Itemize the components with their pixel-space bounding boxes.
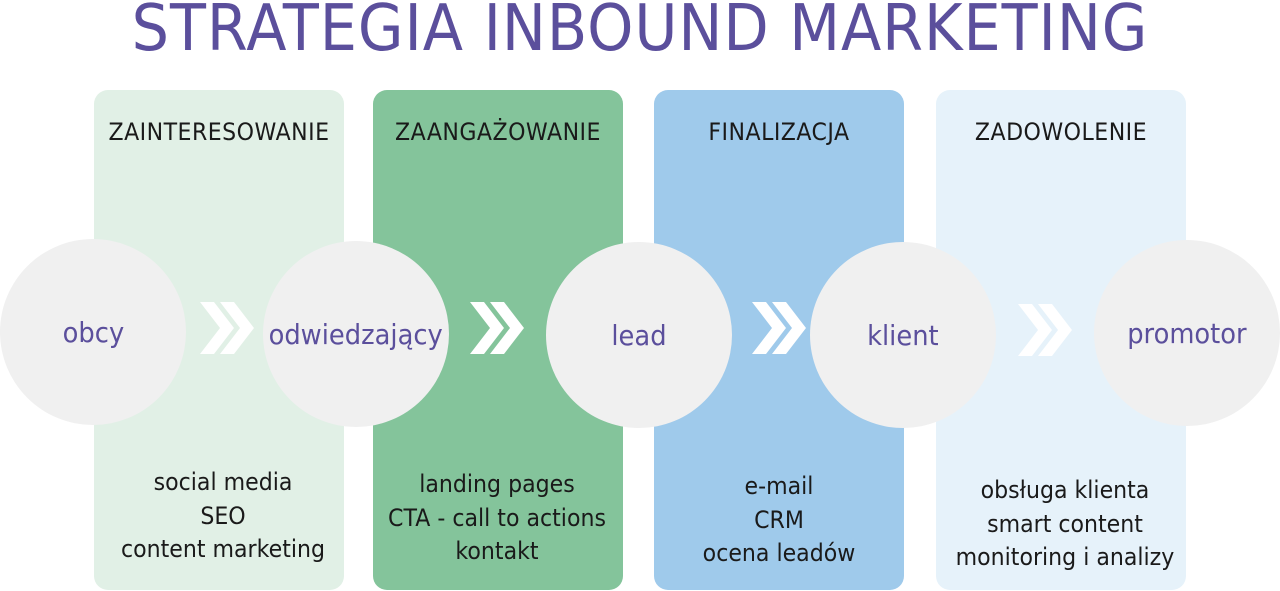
stage-tools-zainteresowanie: social media SEO content marketing: [99, 466, 347, 567]
node-label: klient: [867, 318, 939, 352]
tool-item: CTA - call to actions: [388, 503, 606, 532]
node-lead: lead: [546, 242, 732, 428]
double-chevron-right-icon: [200, 302, 254, 354]
node-odwiedzajacy: odwiedzający: [263, 241, 449, 427]
node-obcy: obcy: [0, 239, 186, 425]
tool-item: obsługa klienta: [980, 476, 1150, 504]
tool-item: CRM: [754, 505, 804, 534]
tool-item: smart content: [987, 509, 1143, 538]
stage-title-zaangazowanie: ZAANGAŻOWANIE: [395, 118, 601, 146]
double-chevron-right-icon: [1018, 304, 1072, 356]
stage-title-zadowolenie: ZADOWOLENIE: [974, 118, 1148, 146]
node-label: odwiedzający: [268, 317, 444, 351]
tool-item: social media: [153, 468, 293, 496]
node-label: promotor: [1127, 316, 1247, 350]
tool-item: e-mail: [744, 472, 814, 500]
stage-title-finalizacja: FINALIZACJA: [708, 118, 850, 146]
node-promotor: promotor: [1094, 240, 1280, 426]
tool-item: kontakt: [455, 537, 539, 565]
stage-tools-zaangazowanie: landing pages CTA - call to actions kont…: [373, 468, 621, 569]
stage-tools-finalizacja: e-mail CRM ocena leadów: [655, 470, 903, 571]
tool-item: content marketing: [120, 535, 326, 563]
tool-item: landing pages: [419, 470, 575, 498]
stage-title-zainteresowanie: ZAINTERESOWANIE: [108, 118, 330, 146]
node-klient: klient: [810, 242, 996, 428]
tool-item: ocena leadów: [702, 539, 856, 567]
stage-tools-zadowolenie: obsługa klienta smart content monitoring…: [941, 474, 1189, 575]
node-label: obcy: [62, 315, 124, 349]
tool-item: SEO: [200, 501, 246, 530]
double-chevron-right-icon: [470, 302, 524, 354]
tool-item: monitoring i analizy: [955, 543, 1175, 571]
double-chevron-right-icon: [752, 302, 806, 354]
diagram-title: STRATEGIA INBOUND MARKETING: [131, 0, 1149, 66]
node-label: lead: [611, 318, 667, 352]
